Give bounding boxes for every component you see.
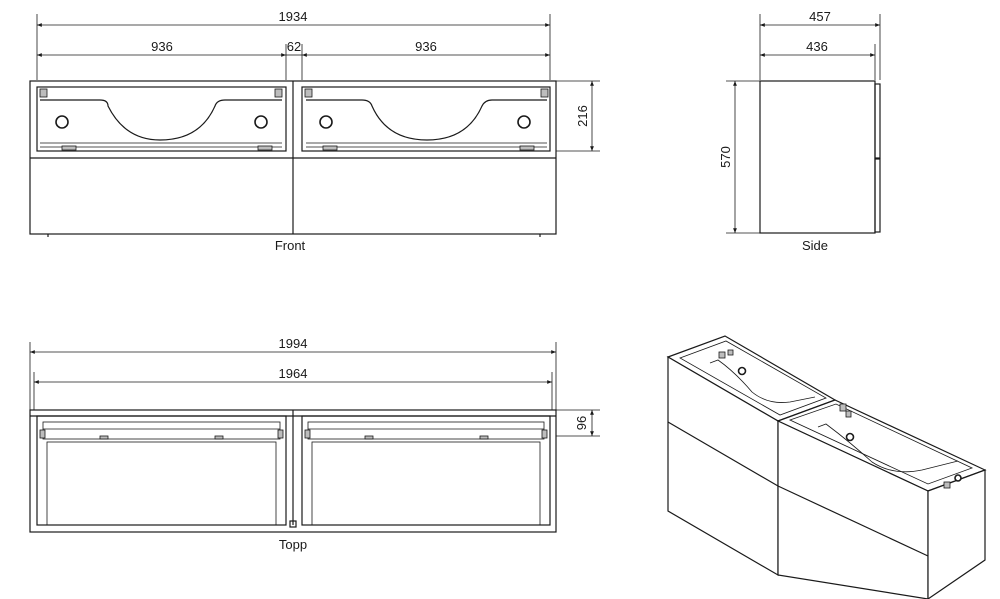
side-view: 457 436 570 Side xyxy=(718,9,881,253)
top-total-width-label: 1994 xyxy=(279,336,308,351)
side-cabinet-outline xyxy=(759,80,876,234)
front-drawer-height-label: 216 xyxy=(575,105,590,127)
front-view: 1934 936 62 936 xyxy=(29,9,600,253)
front-left-drain-hole-1 xyxy=(55,115,69,129)
front-right-drain-hole-2 xyxy=(517,115,531,129)
isometric-view xyxy=(666,335,987,599)
side-height-label: 570 xyxy=(718,146,733,168)
front-right-width-label: 936 xyxy=(415,39,437,54)
front-right-basin-cutout xyxy=(306,99,547,141)
front-total-width-label: 1934 xyxy=(279,9,308,24)
side-inner-depth-label: 436 xyxy=(806,39,828,54)
top-inner-width-label: 1964 xyxy=(279,366,308,381)
front-right-drain-hole-1 xyxy=(319,115,333,129)
front-left-drain-hole-2 xyxy=(254,115,268,129)
front-view-label: Front xyxy=(275,238,306,253)
top-depth-label: 96 xyxy=(574,416,589,430)
front-gap-label: 62 xyxy=(287,39,301,54)
top-view-label: Topp xyxy=(279,537,307,552)
front-left-width-label: 936 xyxy=(151,39,173,54)
front-left-basin-cutout xyxy=(40,99,282,141)
top-view: 1994 1964 96 Topp xyxy=(29,336,600,552)
side-view-label: Side xyxy=(802,238,828,253)
side-outer-depth-label: 457 xyxy=(809,9,831,24)
